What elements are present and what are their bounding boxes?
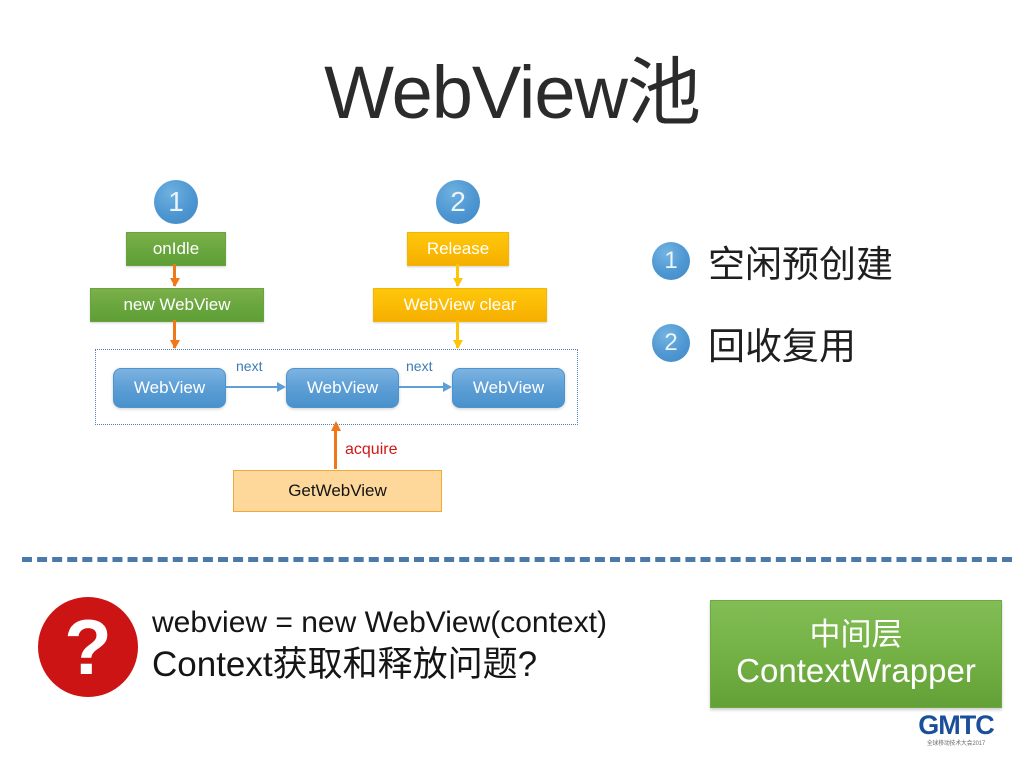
arrow-shaft (456, 320, 459, 348)
context-wrapper-callout: 中间层 ContextWrapper (710, 600, 1002, 708)
webview-node: WebView (286, 368, 399, 408)
webview-node: WebView (113, 368, 226, 408)
arrow-head (169, 278, 180, 287)
arrow-shaft (173, 320, 176, 348)
arrow-head (277, 382, 286, 392)
webview-node: WebView (452, 368, 565, 408)
legend-badge-2: 2 (652, 324, 690, 362)
flow-box-release: Release (407, 232, 509, 266)
arrow-new-webview-to-pool (169, 320, 180, 349)
step-badge-2: 2 (436, 180, 480, 224)
question-text-block: webview = new WebView(context) Context获取… (152, 604, 697, 686)
next-arrow (399, 382, 452, 392)
question-code-line: webview = new WebView(context) (152, 606, 607, 639)
callout-line-2: ContextWrapper (736, 651, 976, 689)
gmtc-logo: GMTC 全球移动技术大会2017 (905, 712, 1007, 748)
page-title: WebView池 (324, 51, 701, 134)
legend-label-2: 回收复用 (708, 326, 856, 367)
legend-badge-1: 1 (652, 242, 690, 280)
gmtc-logo-subtitle: 全球移动技术大会2017 (926, 741, 986, 747)
arrow-head (330, 421, 341, 431)
arrow-shaft (456, 264, 459, 286)
question-prompt-line: Context获取和释放问题? (152, 644, 538, 684)
next-label: next (236, 358, 263, 374)
next-label: next (406, 358, 433, 374)
next-arrow (226, 382, 286, 392)
acquire-arrow (330, 421, 341, 469)
arrow-head (452, 278, 463, 287)
step-badge-1: 1 (154, 180, 198, 224)
arrow-onidle-to-new-webview (169, 264, 180, 287)
arrow-webview-clear-to-pool (452, 320, 463, 349)
callout-line-1: 中间层 (809, 617, 903, 653)
question-mark-icon: ? (38, 597, 138, 697)
legend-item-1: 1 空闲预创建 (652, 234, 893, 288)
arrow-release-to-webview-clear (452, 264, 463, 287)
section-divider (22, 557, 1012, 562)
legend-label-1: 空闲预创建 (708, 244, 893, 285)
acquire-label: acquire (345, 441, 398, 458)
arrow-shaft (173, 264, 176, 286)
arrow-shaft (334, 430, 337, 469)
flow-box-onidle: onIdle (126, 232, 226, 266)
gmtc-logo-wordmark: GMTC (918, 710, 994, 740)
flow-box-new-webview: new WebView (90, 288, 264, 322)
legend-item-2: 2 回收复用 (652, 316, 856, 370)
arrow-head (452, 340, 463, 349)
flow-box-webview-clear: WebView clear (373, 288, 547, 322)
flow-box-getwebview: GetWebView (233, 470, 442, 512)
arrow-head (443, 382, 452, 392)
arrow-head (169, 340, 180, 349)
